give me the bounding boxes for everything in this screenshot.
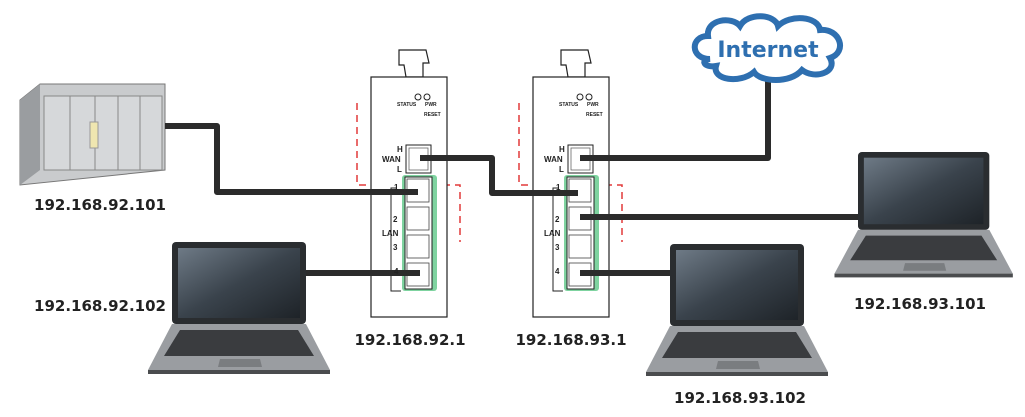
- lan-port-2-label: 2: [393, 215, 398, 224]
- lan-port-4-label: 4: [394, 267, 399, 276]
- internet-label: Internet: [717, 38, 819, 63]
- laptop-right: [834, 152, 1013, 278]
- lan-label: LAN: [544, 229, 561, 238]
- router2-labels: STATUS PWR RESET H WAN L 1 2 LAN 3 4: [544, 102, 603, 276]
- status-led-label: STATUS: [397, 102, 417, 108]
- lan-port-1-label: 1: [394, 183, 399, 192]
- router1-ip-label: 192.168.92.1: [354, 331, 465, 349]
- cable-plc-router1-lan1: [165, 123, 418, 195]
- lan-port-3-label: 3: [555, 243, 560, 252]
- wan-h-label: H: [397, 145, 403, 154]
- lan-port-4-label: 4: [555, 267, 560, 276]
- cable-router1-wan-router2-lan1: [420, 155, 578, 196]
- pwr-led-label: PWR: [587, 102, 599, 108]
- cable-router2-wan-internet: [580, 78, 771, 161]
- pwr-led-label: PWR: [425, 102, 437, 108]
- reset-label: RESET: [424, 112, 441, 118]
- router1: [370, 49, 448, 318]
- wan-label: WAN: [544, 155, 563, 164]
- plc-ip-label: 192.168.92.101: [34, 196, 166, 214]
- plc-device: [19, 83, 166, 186]
- wan-label: WAN: [382, 155, 401, 164]
- laptop-bottom: [646, 244, 828, 376]
- reset-label: RESET: [586, 112, 603, 118]
- laptop-right-ip-label: 192.168.93.101: [854, 295, 986, 313]
- wan-l-label: L: [397, 165, 402, 174]
- status-led-label: STATUS: [559, 102, 579, 108]
- lan-port-2-label: 2: [555, 215, 560, 224]
- wan-l-label: L: [559, 165, 564, 174]
- lan-port-3-label: 3: [393, 243, 398, 252]
- lan-port-1-label: 1: [556, 183, 561, 192]
- router2: [532, 49, 610, 318]
- wan-h-label: H: [559, 145, 565, 154]
- router2-ip-label: 192.168.93.1: [515, 331, 626, 349]
- laptop-left-ip-label: 192.168.92.102: [34, 297, 166, 315]
- router1-labels: STATUS PWR RESET H WAN L 1 2 LAN 3 4: [382, 102, 441, 276]
- laptop-left: [148, 242, 330, 374]
- lan-label: LAN: [382, 229, 399, 238]
- laptop-bottom-ip-label: 192.168.93.102: [674, 389, 806, 407]
